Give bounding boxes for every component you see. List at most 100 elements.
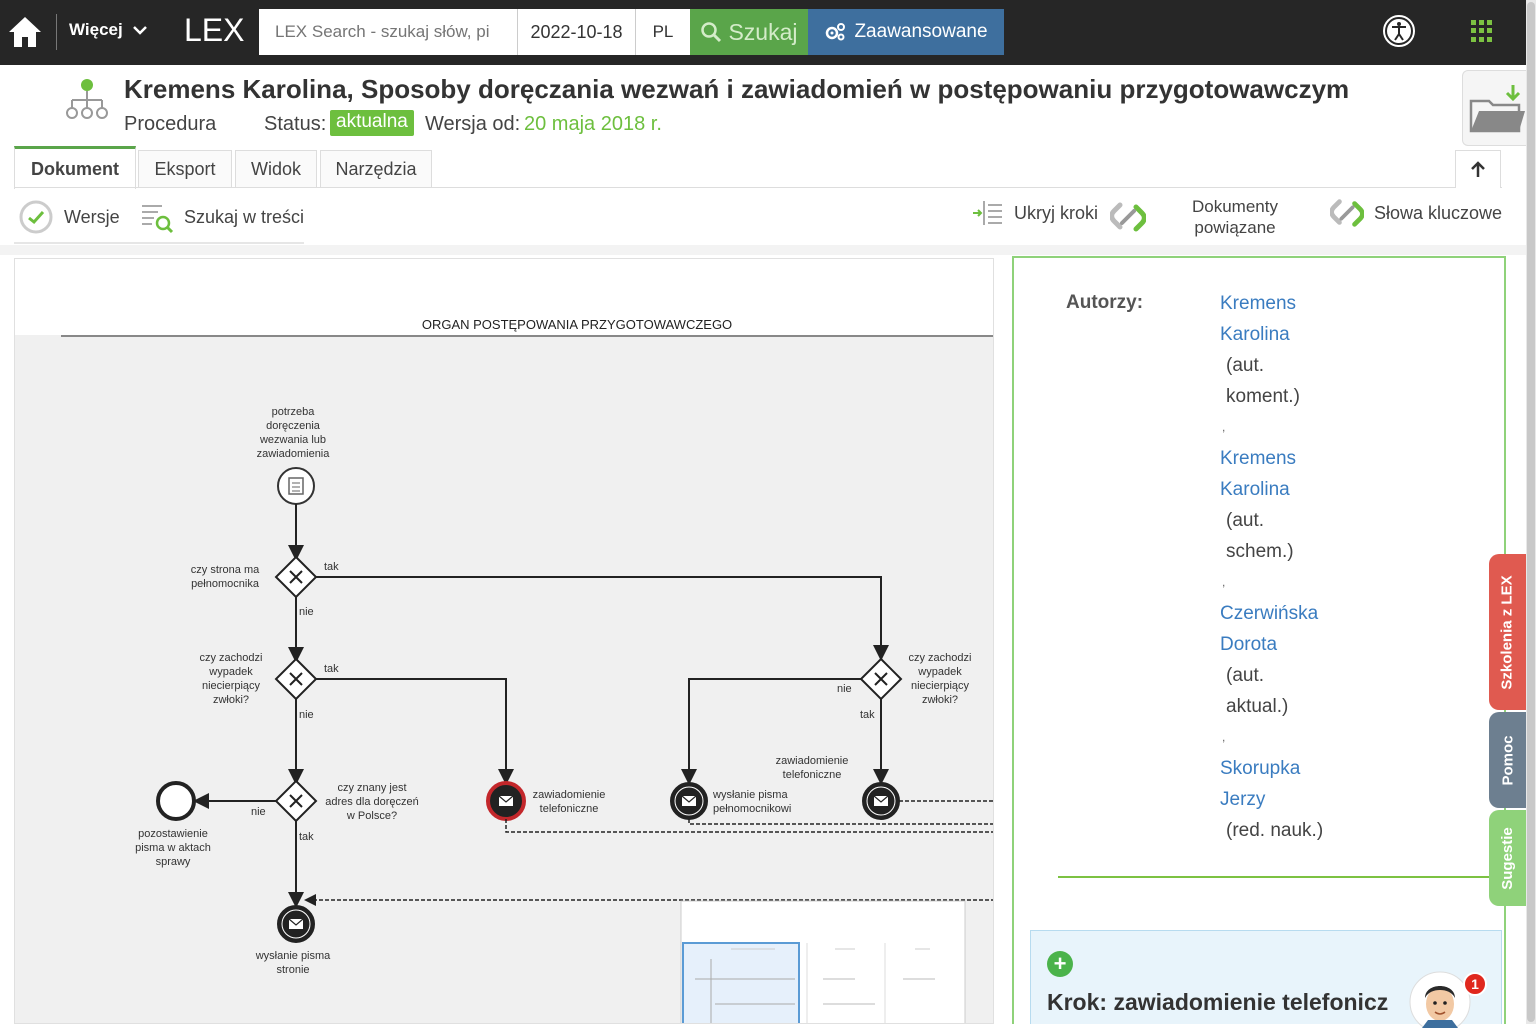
author-role: (red. nauk.) xyxy=(1226,820,1324,841)
svg-text:w Polsce?: w Polsce? xyxy=(346,810,397,822)
tab-eksport[interactable]: Eksport xyxy=(138,150,232,188)
svg-text:zawiadomienie: zawiadomienie xyxy=(776,755,849,767)
version-date-link[interactable]: 20 maja 2018 r. xyxy=(524,113,662,135)
keywords-button[interactable]: Słowa kluczowe xyxy=(1330,186,1502,240)
related-docs-line2: powiązane xyxy=(1194,218,1276,237)
svg-text:zawiadomienie: zawiadomienie xyxy=(533,789,606,801)
flow-label-no: nie xyxy=(837,683,852,695)
procedure-icon xyxy=(60,78,114,124)
language-selector[interactable]: PL xyxy=(635,9,690,55)
author-separator: , xyxy=(1222,730,1226,744)
svg-text:niecierpiący: niecierpiący xyxy=(911,680,970,692)
send-letter-party-event[interactable] xyxy=(277,905,315,943)
version-label: Wersja od: xyxy=(425,113,521,135)
svg-text:czy znany jest: czy znany jest xyxy=(337,782,406,794)
arrow-up-icon xyxy=(1471,160,1485,177)
date-field[interactable]: 2022-10-18 xyxy=(517,9,635,55)
document-type: Procedura xyxy=(124,113,217,135)
svg-text:zwłoki?: zwłoki? xyxy=(922,694,958,706)
gateway-urgent-case-label: czy zachodzi wypadek niecierpiący zwłoki… xyxy=(200,652,263,706)
gateway-address-known-label: czy znany jest adres dla doręczeń w Pols… xyxy=(325,782,419,822)
send-letter-party-label: wysłanie pisma stronie xyxy=(255,950,331,976)
gateway-urgent-case-attorney-label: czy zachodzi wypadek niecierpiący zwłoki… xyxy=(909,652,972,706)
svg-text:pisma w aktach: pisma w aktach xyxy=(135,842,211,854)
help-tab-label: Pomoc xyxy=(1499,734,1517,786)
page-scrollbar[interactable] xyxy=(1526,0,1536,1024)
flow-label-yes: tak xyxy=(324,561,339,573)
apps-grid-icon[interactable] xyxy=(1471,20,1493,42)
diagram-minimap[interactable] xyxy=(680,900,966,1024)
author-role: (aut. xyxy=(1226,665,1265,686)
svg-text:wysłanie pisma: wysłanie pisma xyxy=(255,950,331,962)
tab-dokument[interactable]: Dokument xyxy=(14,146,136,189)
home-icon[interactable] xyxy=(5,12,45,52)
author-link[interactable]: Czerwińska xyxy=(1220,603,1319,624)
more-menu-button[interactable]: Więcej xyxy=(69,20,148,40)
send-letter-attorney-event[interactable] xyxy=(670,782,708,820)
phone-notification-attorney-event[interactable] xyxy=(862,782,900,820)
search-button[interactable]: Szukaj xyxy=(690,9,808,55)
svg-text:wysłanie pisma: wysłanie pisma xyxy=(712,789,788,801)
phone-notification-attorney-label: zawiadomienie telefoniczne xyxy=(776,755,849,781)
gateway-has-attorney[interactable] xyxy=(274,555,318,599)
accessibility-icon[interactable] xyxy=(1382,14,1416,48)
keywords-label: Słowa kluczowe xyxy=(1374,202,1503,223)
svg-text:pełnomocnika: pełnomocnika xyxy=(191,578,260,590)
gateway-urgent-case-attorney[interactable] xyxy=(859,657,903,701)
end-event-label: pozostawienie pisma w aktach sprawy xyxy=(135,828,211,868)
suggestions-tab[interactable]: Sugestie xyxy=(1489,810,1526,906)
flow-label-no: nie xyxy=(299,606,314,618)
hide-steps-button[interactable]: Ukryj kroki xyxy=(972,186,1098,240)
indent-icon xyxy=(973,201,1002,225)
folder-save-icon[interactable] xyxy=(1462,70,1526,146)
author-separator: , xyxy=(1222,420,1226,434)
phone-notification-event-selected[interactable] xyxy=(486,781,526,821)
training-tab[interactable]: Szkolenia z LEX xyxy=(1489,554,1526,710)
flow-label-yes: tak xyxy=(299,831,314,843)
page-title: Kremens Karolina, Sposoby doręczania wez… xyxy=(124,74,1350,104)
gears-icon xyxy=(826,23,846,41)
phone-notification-label: zawiadomienie telefoniczne xyxy=(533,789,606,815)
help-tab[interactable]: Pomoc xyxy=(1489,712,1526,808)
collapse-up-button[interactable] xyxy=(1455,150,1501,188)
author-role: aktual.) xyxy=(1226,696,1289,717)
search-input[interactable] xyxy=(259,9,517,55)
lex-logo[interactable]: LEX xyxy=(184,12,245,48)
flow-label-no: nie xyxy=(299,709,314,721)
author-link[interactable]: Kremens xyxy=(1220,448,1297,469)
document-info-panel: Autorzy: Kremens Karolina (aut. koment.)… xyxy=(1012,256,1506,1024)
related-documents-button[interactable]: Dokumenty powiązane xyxy=(1170,190,1300,244)
end-event[interactable] xyxy=(156,781,196,821)
more-menu-label: Więcej xyxy=(69,20,123,39)
svg-text:telefoniczne: telefoniczne xyxy=(783,769,842,781)
author-link[interactable]: Kremens xyxy=(1220,293,1297,314)
svg-text:pozostawienie: pozostawienie xyxy=(138,828,208,840)
link-icon[interactable] xyxy=(1110,190,1146,244)
panel-divider xyxy=(1058,876,1498,878)
tab-widok[interactable]: Widok xyxy=(235,150,317,188)
step-title: Krok: zawiadomienie telefonicz xyxy=(1047,989,1389,1015)
svg-text:wypadek: wypadek xyxy=(917,666,962,678)
gateway-address-known[interactable] xyxy=(274,779,318,823)
top-navigation-bar: Więcej LEX 2022-10-18 PL Szukaj Zaawanso… xyxy=(0,0,1526,65)
search-in-text-button[interactable]: Szukaj w treści xyxy=(140,190,304,244)
process-diagram[interactable]: ORGAN POSTĘPOWANIA PRZYGOTOWAWCZEGO potr… xyxy=(14,258,994,1024)
gateway-urgent-case[interactable] xyxy=(274,657,318,701)
svg-text:potrzeba: potrzeba xyxy=(272,406,316,418)
author-link[interactable]: Dorota xyxy=(1220,634,1278,655)
tab-narzedzia[interactable]: Narzędzia xyxy=(320,150,432,188)
search-in-text-label: Szukaj w treści xyxy=(184,206,305,227)
advanced-search-button[interactable]: Zaawansowane xyxy=(808,9,1004,55)
expand-plus-icon[interactable]: + xyxy=(1047,951,1073,977)
author-link[interactable]: Skorupka xyxy=(1220,758,1301,779)
related-docs-line1: Dokumenty xyxy=(1192,197,1278,216)
author-role: (aut. xyxy=(1226,510,1265,531)
author-link[interactable]: Karolina xyxy=(1220,479,1290,500)
versions-button[interactable]: Wersje xyxy=(18,190,120,244)
svg-text:czy strona ma: czy strona ma xyxy=(191,564,260,576)
author-link[interactable]: Karolina xyxy=(1220,324,1290,345)
author-link[interactable]: Jerzy xyxy=(1220,789,1266,810)
search-icon xyxy=(701,22,722,43)
search-button-label: Szukaj xyxy=(728,18,798,45)
start-event[interactable] xyxy=(277,467,315,505)
